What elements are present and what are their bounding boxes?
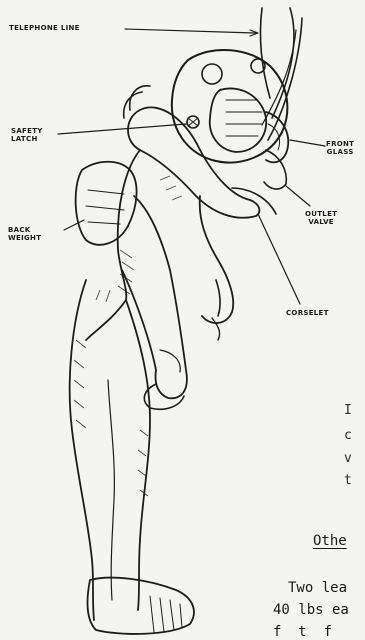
text-fragment: v [344,451,352,467]
boot [88,578,194,634]
section-heading: Othe [313,533,347,549]
leader-back [64,220,84,230]
body-text-line: 40 lbs ea [273,602,349,618]
label-telephone-line: TELEPHONE LINE [9,24,80,32]
legs [70,280,94,620]
label-front-glass: FRONT GLASS [326,140,354,156]
text-fragment: c [344,428,352,444]
telephone-line [260,8,270,98]
leader-outlet [286,186,310,206]
text-fragment: I [344,403,352,419]
leader-front [290,140,325,146]
label-back-weight: BACK WEIGHT [8,226,41,242]
text-fragment: t [344,473,352,489]
label-outlet-valve: OUTLET VALVE [305,210,337,226]
leader-latch [58,124,186,134]
label-corselet: CORSELET [286,309,329,317]
helmet [172,50,288,162]
leader-corselet [258,214,300,304]
label-safety-latch: SAFETY LATCH [11,127,43,143]
body-text-line: f t f [273,624,332,640]
body-text-line: Two lea [288,580,347,596]
arm [122,196,187,398]
leader-telephone [125,29,256,33]
